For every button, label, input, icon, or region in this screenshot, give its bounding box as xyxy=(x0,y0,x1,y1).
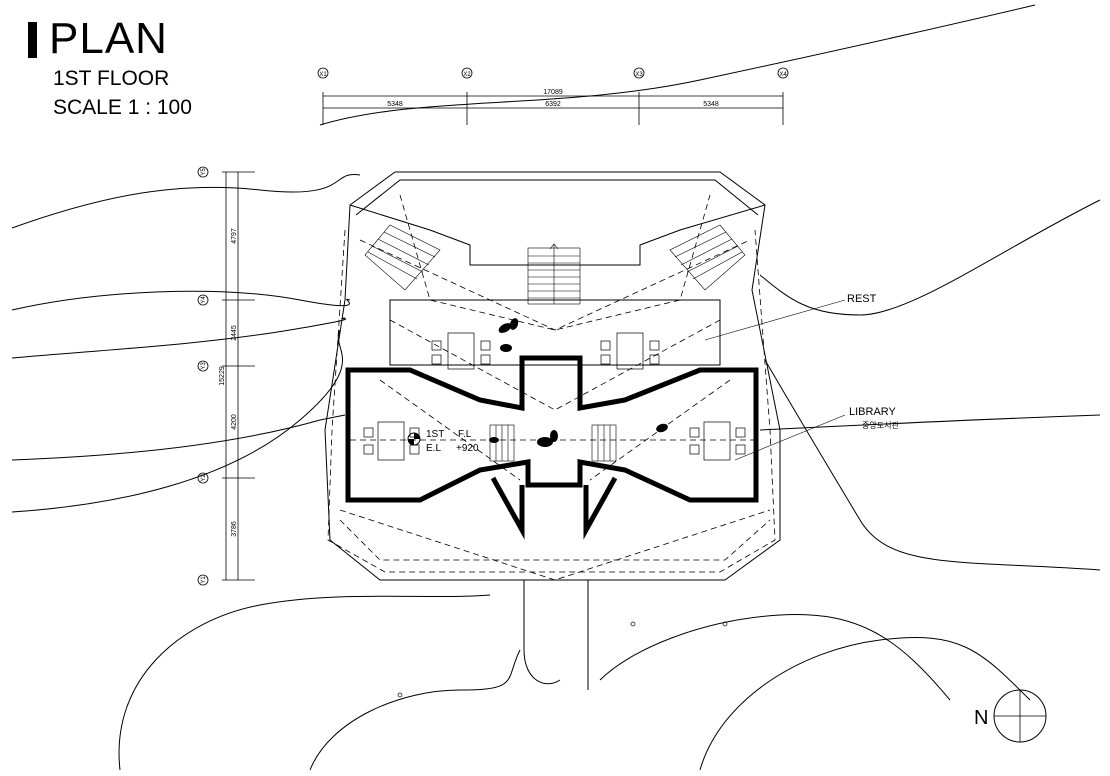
contour-line xyxy=(11,290,351,311)
contour-line xyxy=(309,649,521,771)
contour-line xyxy=(764,359,1101,571)
furniture xyxy=(363,332,746,461)
contour-line xyxy=(699,637,1031,771)
grid-marker-label: Y4 xyxy=(201,296,207,304)
level-text: E.L xyxy=(426,443,441,454)
entrance-path xyxy=(523,580,561,685)
dimension-segment: 4797 xyxy=(231,228,238,244)
grid-marker-label: X1 xyxy=(319,72,327,78)
x-grid-markers: X1 X2 X3 X4 17089 5348 6392 5348 xyxy=(317,67,789,108)
building-outline xyxy=(324,171,781,581)
contour-line xyxy=(11,329,343,513)
level-text: 1ST xyxy=(426,429,444,440)
dimension-segment: 5348 xyxy=(387,101,403,108)
grid-marker-label: Y3 xyxy=(201,362,207,370)
site-points xyxy=(397,621,728,698)
dimension-segment: 2445 xyxy=(231,325,238,341)
contour-line xyxy=(118,594,491,771)
room-label-library: LIBRARY xyxy=(849,406,897,418)
level-text: +920 xyxy=(456,443,479,454)
dimension-total: 15229 xyxy=(219,366,226,386)
dashed-overhead-lines xyxy=(327,194,776,581)
grid-marker xyxy=(317,67,329,79)
contour-line xyxy=(759,414,1101,431)
grid-marker xyxy=(197,166,209,178)
y-dimension xyxy=(222,171,255,581)
dimension-segment: 5348 xyxy=(703,101,719,108)
floor-label: 1ST FLOOR xyxy=(53,67,170,90)
dimension-total: 17089 xyxy=(543,89,563,96)
grid-marker-label: Y1 xyxy=(201,576,207,584)
grid-marker xyxy=(633,67,645,79)
title-bar xyxy=(28,22,37,58)
grid-marker xyxy=(777,67,789,79)
people-figures xyxy=(489,318,668,447)
grid-marker-label: X2 xyxy=(463,72,471,78)
level-text: F.L xyxy=(458,429,472,440)
grid-marker xyxy=(197,294,209,306)
rest-leader-line xyxy=(704,299,846,341)
room-label-library-korean: 중앙도서관 xyxy=(862,420,899,430)
dimension-segment: 6392 xyxy=(545,101,561,108)
contour-line xyxy=(11,173,361,229)
grid-marker xyxy=(197,574,209,586)
grid-marker-label: X4 xyxy=(779,72,787,78)
contour-line xyxy=(759,199,1101,316)
grid-marker-label: Y2 xyxy=(201,474,207,482)
north-arrow-icon: N xyxy=(974,689,1047,743)
cut-walls xyxy=(345,355,759,540)
library-leader-line xyxy=(734,414,846,461)
dimension-segment: 3786 xyxy=(231,521,238,537)
room-label-rest: REST xyxy=(847,293,877,305)
page-title: PLAN xyxy=(49,14,168,63)
contour-line xyxy=(319,4,1036,126)
contour-line xyxy=(11,414,346,461)
level-marker: 1ST F.L E.L +920 xyxy=(407,429,479,454)
grid-marker xyxy=(461,67,473,79)
contour-line xyxy=(11,317,347,359)
y-grid-markers: Y5 Y4 Y3 Y2 Y1 15229 4797 2445 4200 3786 xyxy=(197,166,238,586)
dimension-segment: 4200 xyxy=(231,414,238,430)
x-dimension xyxy=(322,92,784,125)
north-label: N xyxy=(974,707,988,729)
contour-line xyxy=(599,613,951,701)
stairs xyxy=(364,224,746,462)
grid-marker-label: X3 xyxy=(635,72,643,78)
grid-marker xyxy=(197,360,209,372)
scale-label: SCALE 1 : 100 xyxy=(53,96,192,119)
grid-marker-label: Y5 xyxy=(201,168,207,176)
grid-marker xyxy=(197,472,209,484)
